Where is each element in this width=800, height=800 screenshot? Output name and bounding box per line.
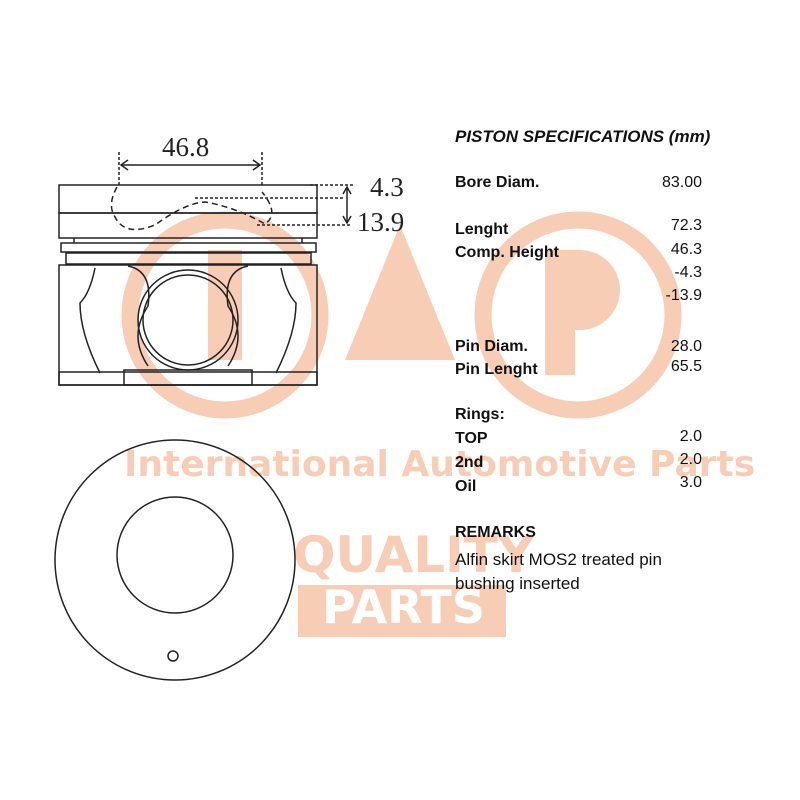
ring-label: Oil — [455, 478, 477, 495]
remarks-line: Alfin skirt MOS2 treated pin — [455, 550, 662, 569]
spec-title: PISTON SPECIFICATIONS (mm) — [455, 127, 711, 146]
spec-value: 28.0 — [670, 338, 702, 355]
rings-label: Rings: — [455, 406, 505, 423]
spec-label: Pin Diam. — [455, 338, 528, 355]
spec-value: 72.3 — [670, 217, 702, 234]
dim-depth1-label: 4.3 — [370, 172, 404, 202]
spec-value: 65.5 — [670, 358, 702, 375]
spec-value: 46.3 — [670, 241, 702, 258]
remarks-title: REMARKS — [455, 524, 536, 541]
spec-label: Bore Diam. — [455, 174, 540, 191]
watermark-quality: QUALITY — [293, 526, 535, 584]
ring-label: TOP — [455, 430, 488, 447]
ring-label: 2nd — [455, 454, 484, 471]
spec-value: 83.00 — [661, 174, 702, 191]
spec-label: Comp. Height — [455, 244, 559, 261]
remarks-line: bushing inserted — [455, 574, 580, 593]
dim-depth2-label: 13.9 — [357, 207, 405, 237]
ring-value: 2.0 — [679, 451, 702, 468]
spec-value: -4.3 — [674, 264, 702, 281]
spec-label: Pin Lenght — [455, 361, 538, 378]
spec-label: Lenght — [455, 221, 509, 238]
watermark-parts: PARTS — [322, 580, 485, 634]
ring-value: 2.0 — [679, 428, 702, 445]
spec-value: -13.9 — [665, 287, 702, 304]
dim-width-label: 46.8 — [162, 132, 210, 162]
ring-value: 3.0 — [679, 474, 702, 491]
watermark-company: International Automotive Parts — [124, 444, 756, 485]
